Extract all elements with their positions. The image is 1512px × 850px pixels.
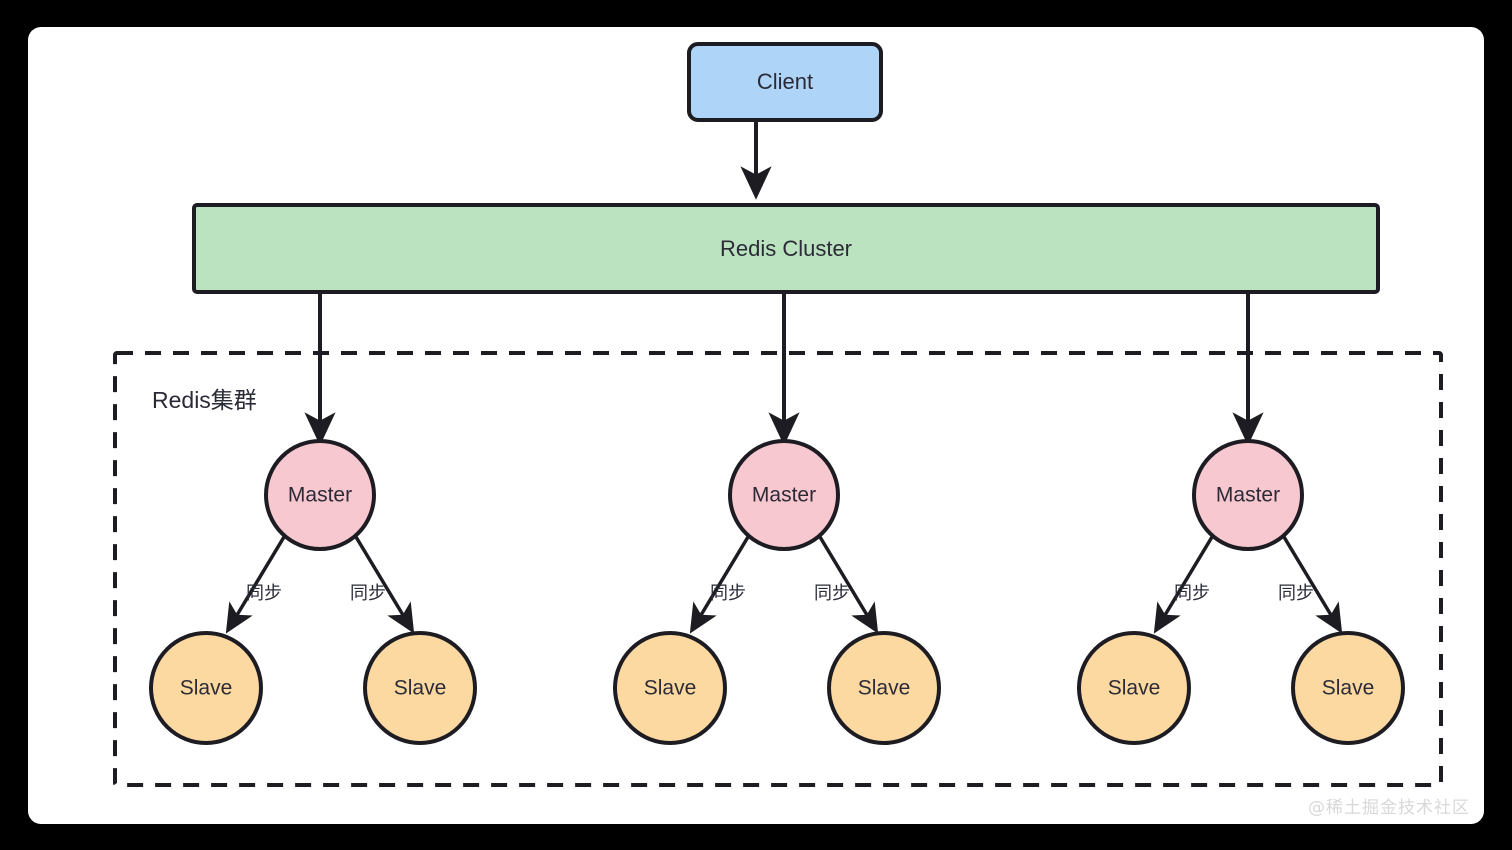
slave-node-2a-label: Slave [644,677,697,700]
master-node-1-label: Master [288,484,352,507]
client-node-label: Client [757,69,813,94]
edge-master-3-to-slave-2 [1276,526,1343,634]
edge-master-2-to-slave-1 [689,526,756,634]
group-box-label: Redis集群 [152,387,257,413]
sync-label-1a: 同步 [246,583,282,604]
slave-node-2b-label: Slave [858,677,911,700]
slave-node-1a[interactable] [149,631,263,745]
slave-node-1a-label: Slave [180,677,233,700]
sync-label-3b: 同步 [1278,583,1314,604]
watermark: @稀土掘金技术社区 [1308,798,1470,818]
redis-cluster-bar-label: Redis Cluster [720,236,852,261]
master-node-2[interactable] [728,439,840,551]
slave-node-3b-label: Slave [1322,677,1375,700]
master-node-3[interactable] [1192,439,1304,551]
sync-label-3a: 同步 [1174,583,1210,604]
client-node[interactable] [687,42,883,122]
sync-label-1b: 同步 [350,583,386,604]
slave-node-3a-label: Slave [1108,677,1161,700]
redis-cluster-group-box [113,351,1443,787]
slave-node-1b[interactable] [363,631,477,745]
sync-label-2a: 同步 [710,583,746,604]
edge-master-2-to-slave-2 [812,526,879,634]
diagram-canvas: Redis集群 Client Redis Cluster 同步 同步 Maste… [28,27,1484,824]
slave-node-2a[interactable] [613,631,727,745]
slave-node-3b[interactable] [1291,631,1405,745]
slave-node-3a[interactable] [1077,631,1191,745]
master-node-2-label: Master [752,484,816,507]
master-node-3-label: Master [1216,484,1280,507]
sync-label-2b: 同步 [814,583,850,604]
slave-node-1b-label: Slave [394,677,447,700]
redis-cluster-architecture-diagram: Redis集群 Client Redis Cluster 同步 同步 Maste… [113,42,1443,787]
edge-master-3-to-slave-1 [1153,526,1220,634]
edge-master-1-to-slave-1 [225,526,292,634]
slave-node-2b[interactable] [827,631,941,745]
edge-master-1-to-slave-2 [348,526,415,634]
master-node-1[interactable] [264,439,376,551]
